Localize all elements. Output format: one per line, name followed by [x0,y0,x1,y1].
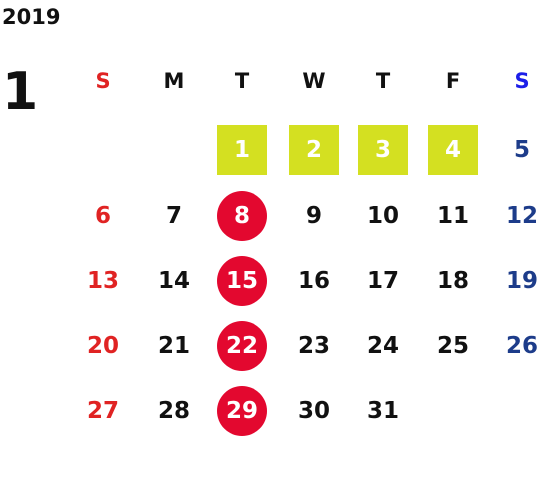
day-number: 7 [165,203,182,229]
weekday-header: W [302,69,326,93]
day-number: 4 [444,137,461,163]
day-cell: 11 [424,191,482,241]
day-cell: 13 [74,256,132,306]
weekday-header: S [95,69,111,93]
day-cell: 7 [145,191,203,241]
day-cell: 16 [285,256,343,306]
weekday-header: T [375,69,391,93]
day-cell: 29 [213,386,271,436]
day-number: 16 [297,268,330,294]
day-cell: 28 [145,386,203,436]
day-number: 19 [505,268,538,294]
day-cell: 27 [74,386,132,436]
day-number: 8 [233,203,250,229]
weekday-header: F [445,69,461,93]
day-cell: 17 [354,256,412,306]
day-number: 17 [366,268,399,294]
day-cell: 18 [424,256,482,306]
weekday-header: T [234,69,250,93]
day-number: 28 [157,398,190,424]
day-number: 5 [513,137,530,163]
day-cell: 12 [493,191,548,241]
day-cell: 31 [354,386,412,436]
weekday-header: S [514,69,530,93]
day-number: 18 [436,268,469,294]
holiday-highlight [358,125,408,175]
day-cell: 8 [213,191,271,241]
holiday-highlight [217,125,267,175]
holiday-highlight [428,125,478,175]
day-cell: 22 [213,321,271,371]
day-cell: 24 [354,321,412,371]
holiday-highlight [289,125,339,175]
day-cell: 9 [285,191,343,241]
day-cell: 10 [354,191,412,241]
day-number: 27 [86,398,119,424]
day-number: 24 [366,333,399,359]
day-number: 31 [366,398,399,424]
day-number: 23 [297,333,330,359]
day-number: 30 [297,398,330,424]
day-number: 6 [94,203,111,229]
day-number: 21 [157,333,190,359]
day-number: 20 [86,333,119,359]
year-label: 2019 [2,5,61,29]
day-number: 25 [436,333,469,359]
weekday-header: M [163,69,185,93]
day-number: 22 [225,333,258,359]
circle-highlight [217,191,267,241]
circle-highlight [217,256,267,306]
day-cell: 3 [354,125,412,175]
day-number: 10 [366,203,399,229]
circle-highlight [217,321,267,371]
day-cell: 30 [285,386,343,436]
day-number: 12 [505,203,538,229]
day-cell: 1 [213,125,271,175]
circle-highlight [217,386,267,436]
day-number: 13 [86,268,119,294]
day-number: 11 [436,203,469,229]
day-number: 26 [505,333,538,359]
day-number: 9 [305,203,322,229]
day-cell: 14 [145,256,203,306]
day-cell: 21 [145,321,203,371]
day-number: 3 [374,137,391,163]
day-cell: 2 [285,125,343,175]
day-number: 2 [305,137,322,163]
day-cell: 23 [285,321,343,371]
day-number: 14 [157,268,190,294]
month-number: 1 [2,62,39,122]
day-cell: 25 [424,321,482,371]
day-number: 29 [225,398,258,424]
day-cell: 26 [493,321,548,371]
day-cell: 4 [424,125,482,175]
day-cell: 19 [493,256,548,306]
day-cell: 5 [493,125,548,175]
day-number: 15 [225,268,258,294]
day-number: 1 [233,137,250,163]
day-cell: 15 [213,256,271,306]
day-cell: 6 [74,191,132,241]
day-cell: 20 [74,321,132,371]
